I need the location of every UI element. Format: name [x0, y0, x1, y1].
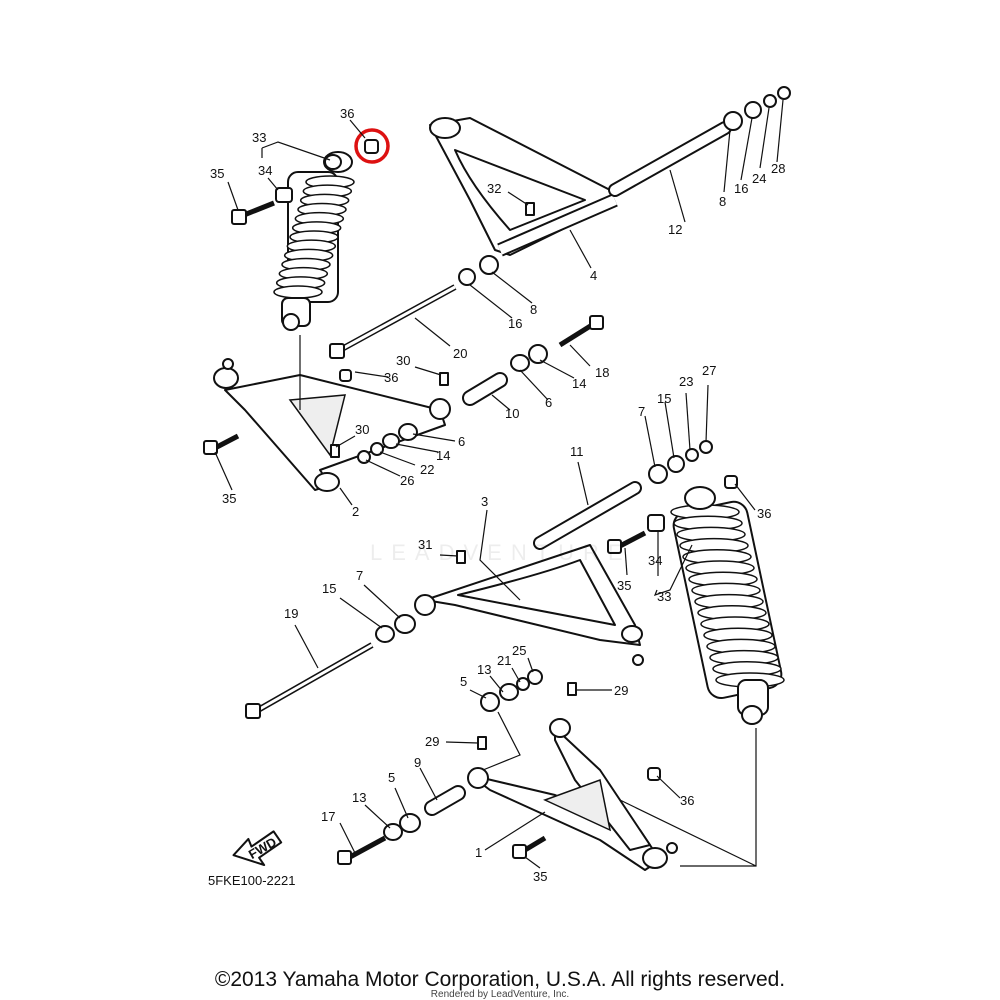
callout-2: 2 [352, 504, 359, 519]
bolt-35-right[interactable] [607, 530, 647, 554]
fwd-arrow-icon: FWD [232, 830, 283, 867]
callout-5: 5 [460, 674, 467, 689]
callout-33-b: 33 [657, 589, 671, 604]
collar-34-right[interactable] [647, 514, 665, 532]
callout-14-b: 14 [436, 448, 450, 463]
diagram-code: 5FKE100-2221 [208, 873, 296, 888]
bushings-bottom[interactable] [383, 669, 543, 841]
bushings-right[interactable] [375, 440, 713, 643]
upper-arm-bushings-right[interactable] [723, 86, 791, 131]
callout-36-c: 36 [757, 506, 771, 521]
callout-35-d: 35 [533, 869, 547, 884]
callout-15-b: 15 [322, 581, 336, 596]
callout-30-b: 30 [355, 422, 369, 437]
callout-18: 18 [595, 365, 609, 380]
bolt-18[interactable] [558, 315, 604, 348]
callout-13: 13 [477, 662, 491, 677]
callout-19: 19 [284, 606, 298, 621]
callout-36-d: 36 [680, 793, 694, 808]
watermark: LEADVENTURE [370, 540, 632, 565]
callout-36: 36 [340, 106, 354, 121]
bushings-lower-left[interactable] [357, 344, 548, 464]
callout-35: 35 [210, 166, 224, 181]
callout-15: 15 [657, 391, 671, 406]
nuts-30-36[interactable] [330, 369, 449, 458]
bolt-17[interactable] [337, 835, 387, 865]
callout-34: 34 [258, 163, 272, 178]
callout-21: 21 [497, 653, 511, 668]
callout-17: 17 [321, 809, 335, 824]
upper-arm-bushings-left[interactable] [458, 255, 499, 286]
nut-36-bottom[interactable] [647, 767, 661, 781]
callout-5-b: 5 [388, 770, 395, 785]
callout-8: 8 [719, 194, 726, 209]
callout-35-b: 35 [222, 491, 236, 506]
callout-6-b: 6 [458, 434, 465, 449]
callout-34-b: 34 [648, 553, 662, 568]
callout-30: 30 [396, 353, 410, 368]
leader-lines [214, 99, 784, 869]
callout-29: 29 [614, 683, 628, 698]
nut-36-top-highlighted[interactable] [354, 128, 390, 164]
callout-31: 31 [418, 537, 432, 552]
callout-13-b: 13 [352, 790, 366, 805]
collar-10[interactable] [462, 372, 508, 406]
shaft-12[interactable] [608, 121, 732, 197]
callout-22: 22 [420, 462, 434, 477]
callout-25: 25 [512, 643, 526, 658]
callout-11: 11 [570, 444, 584, 459]
callout-10: 10 [505, 406, 519, 421]
callout-24: 24 [752, 171, 766, 186]
callout-20: 20 [453, 346, 467, 361]
bolt-19[interactable] [245, 642, 374, 719]
callout-33: 33 [252, 130, 266, 145]
copyright-notice: ©2013 Yamaha Motor Corporation, U.S.A. A… [214, 968, 786, 991]
shock-absorber-right[interactable] [670, 486, 785, 725]
callout-14: 14 [572, 376, 586, 391]
bolt-35-bottom[interactable] [512, 835, 547, 859]
bolt-20[interactable] [329, 284, 457, 359]
callout-12: 12 [668, 222, 682, 237]
bolt-35-left-top[interactable] [231, 200, 275, 225]
callout-16-b: 16 [508, 316, 522, 331]
grease-nipple-31[interactable] [456, 550, 466, 564]
callout-3: 3 [481, 494, 488, 509]
shaft-11[interactable] [533, 481, 642, 550]
callout-7: 7 [638, 404, 645, 419]
rendered-by-notice: Rendered by LeadVenture, Inc. [430, 989, 570, 1000]
callout-16: 16 [734, 181, 748, 196]
lower-arm-2[interactable] [213, 358, 451, 492]
callout-28: 28 [771, 161, 785, 176]
callout-29-b: 29 [425, 734, 439, 749]
arm-1[interactable] [467, 718, 678, 871]
shock-absorber-left[interactable] [273, 151, 355, 331]
bolt-35-left-mid[interactable] [203, 433, 240, 455]
callout-27: 27 [702, 363, 716, 378]
callout-26: 26 [400, 473, 414, 488]
callout-8-b: 8 [530, 302, 537, 317]
callout-9: 9 [414, 755, 421, 770]
callout-6: 6 [545, 395, 552, 410]
callout-labels: 36 33 34 35 32 8 16 24 28 12 4 8 16 20 1… [210, 106, 785, 884]
callout-32: 32 [487, 181, 501, 196]
collar-34-left[interactable] [275, 187, 293, 203]
grease-nipple-32[interactable] [525, 202, 535, 216]
arm-3[interactable] [414, 544, 644, 666]
upper-arm-4[interactable] [429, 117, 618, 257]
collar-9[interactable] [424, 785, 466, 816]
callout-23: 23 [679, 374, 693, 389]
callout-35-c: 35 [617, 578, 631, 593]
highlight-circle [354, 128, 390, 164]
callout-7-b: 7 [356, 568, 363, 583]
callout-4: 4 [590, 268, 597, 283]
spring-coil [273, 285, 323, 299]
callout-36-b: 36 [384, 370, 398, 385]
callout-1: 1 [475, 845, 482, 860]
nut-36-right[interactable] [724, 475, 738, 489]
